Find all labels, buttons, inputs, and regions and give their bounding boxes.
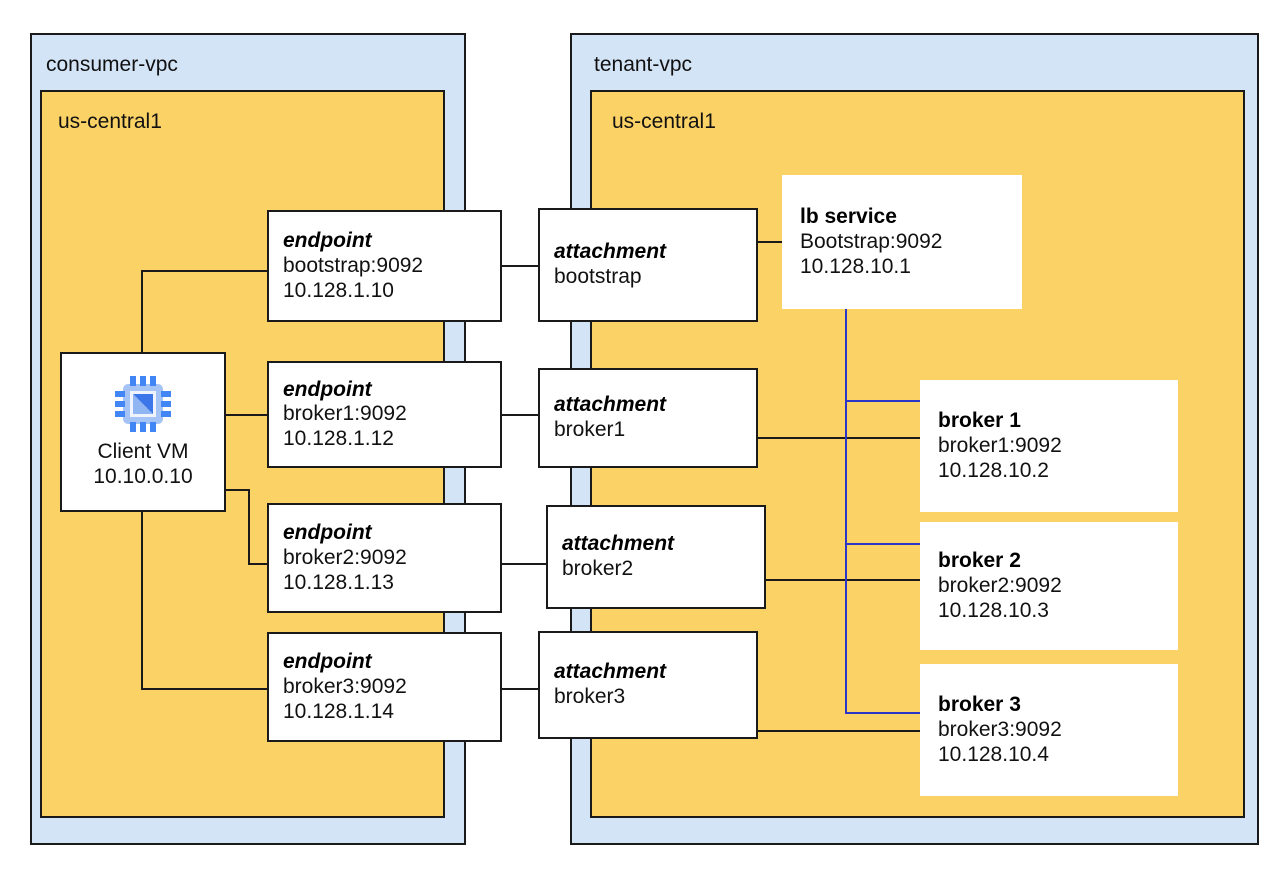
endpoint-broker3-name: broker3:9092 (283, 674, 407, 698)
attachment-node-bootstrap[interactable]: attachment bootstrap (538, 208, 758, 322)
endpoint-broker2-ip: 10.128.1.13 (283, 570, 394, 594)
wire-vm-to-endpoint-bootstrap-h (141, 270, 267, 272)
cpu-chip-icon (114, 375, 172, 433)
wire-vm-to-endpoint-bootstrap-v (141, 270, 143, 353)
attachment-broker1-kind: attachment (554, 393, 667, 417)
broker-3-ip: 10.128.10.4 (938, 742, 1049, 766)
wire-endpoint-to-attachment-bootstrap (500, 265, 540, 267)
wire-vm-to-endpoint-broker2-h1 (226, 489, 250, 491)
broker-2-title: broker 2 (938, 548, 1021, 572)
wire-endpoint-to-attachment-broker2 (500, 563, 547, 565)
endpoint-bootstrap-ip: 10.128.1.10 (283, 278, 394, 302)
endpoint-broker2-kind: endpoint (283, 520, 372, 544)
endpoint-node-bootstrap[interactable]: endpoint bootstrap:9092 10.128.1.10 (267, 210, 502, 322)
lb-service-title: lb service (800, 204, 897, 228)
endpoint-bootstrap-name: bootstrap:9092 (283, 253, 424, 277)
wire-endpoint-to-attachment-broker3 (500, 688, 540, 690)
wire-vm-to-endpoint-broker2-h2 (248, 563, 267, 565)
wire-vm-to-endpoint-broker3-h (141, 688, 267, 690)
consumer-vpc-label: consumer-vpc (46, 53, 178, 76)
client-vm-name: Client VM (97, 439, 189, 463)
endpoint-node-broker3[interactable]: endpoint broker3:9092 10.128.1.14 (267, 632, 502, 742)
endpoint-broker1-name: broker1:9092 (283, 402, 407, 426)
attachment-node-broker3[interactable]: attachment broker3 (538, 631, 758, 739)
broker-node-3[interactable]: broker 3 broker3:9092 10.128.10.4 (920, 664, 1178, 796)
wire-lb-to-broker2 (845, 543, 920, 545)
endpoint-broker1-kind: endpoint (283, 377, 372, 401)
endpoint-broker3-ip: 10.128.1.14 (283, 699, 394, 723)
client-vm-node[interactable]: Client VM 10.10.0.10 (60, 352, 226, 512)
attachment-node-broker1[interactable]: attachment broker1 (538, 368, 758, 468)
broker-node-1[interactable]: broker 1 broker1:9092 10.128.10.2 (920, 380, 1178, 512)
client-vm-ip: 10.10.0.10 (93, 465, 193, 488)
tenant-vpc-label: tenant-vpc (594, 53, 693, 76)
lb-service-node[interactable]: lb service Bootstrap:9092 10.128.10.1 (782, 175, 1022, 309)
endpoint-node-broker2[interactable]: endpoint broker2:9092 10.128.1.13 (267, 503, 502, 613)
broker-1-ip: 10.128.10.2 (938, 458, 1049, 482)
broker-1-title: broker 1 (938, 408, 1021, 432)
lb-service-endpoint: Bootstrap:9092 (800, 229, 943, 253)
attachment-broker2-name: broker2 (562, 557, 634, 580)
attachment-bootstrap-name: bootstrap (554, 265, 642, 288)
wire-vm-to-endpoint-broker3-v (141, 512, 143, 690)
consumer-region-label: us-central1 (58, 110, 162, 133)
attachment-broker2-kind: attachment (562, 532, 675, 556)
lb-service-ip: 10.128.10.1 (800, 254, 911, 278)
attachment-broker1-name: broker1 (554, 418, 626, 441)
broker-2-endpoint: broker2:9092 (938, 573, 1062, 597)
wire-attachment-broker3-to-broker3 (757, 730, 920, 732)
wire-lb-to-broker3 (845, 712, 920, 714)
wire-attachment-bootstrap-to-lb (757, 241, 782, 243)
endpoint-broker1-ip: 10.128.1.12 (283, 426, 394, 450)
endpoint-bootstrap-kind: endpoint (283, 228, 372, 252)
broker-3-endpoint: broker3:9092 (938, 717, 1062, 741)
endpoint-broker2-name: broker2:9092 (283, 545, 407, 569)
wire-endpoint-to-attachment-broker1 (500, 414, 540, 416)
attachment-bootstrap-kind: attachment (554, 240, 667, 264)
wire-attachment-broker1-to-broker1 (757, 437, 920, 439)
endpoint-node-broker1[interactable]: endpoint broker1:9092 10.128.1.12 (267, 361, 502, 468)
broker-2-ip: 10.128.10.3 (938, 598, 1049, 622)
broker-3-title: broker 3 (938, 692, 1021, 716)
wire-lb-to-broker1 (845, 400, 920, 402)
attachment-node-broker2[interactable]: attachment broker2 (546, 505, 766, 609)
attachment-broker3-kind: attachment (554, 660, 667, 684)
wire-lb-trunk-vertical (845, 309, 847, 714)
tenant-region-label: us-central1 (612, 110, 716, 133)
broker-1-endpoint: broker1:9092 (938, 433, 1062, 457)
endpoint-broker3-kind: endpoint (283, 649, 372, 673)
wire-attachment-broker2-to-broker2 (765, 579, 920, 581)
wire-vm-to-endpoint-broker2-v (248, 489, 250, 565)
wire-vm-to-endpoint-broker1 (226, 414, 267, 416)
attachment-broker3-name: broker3 (554, 685, 626, 708)
broker-node-2[interactable]: broker 2 broker2:9092 10.128.10.3 (920, 522, 1178, 650)
